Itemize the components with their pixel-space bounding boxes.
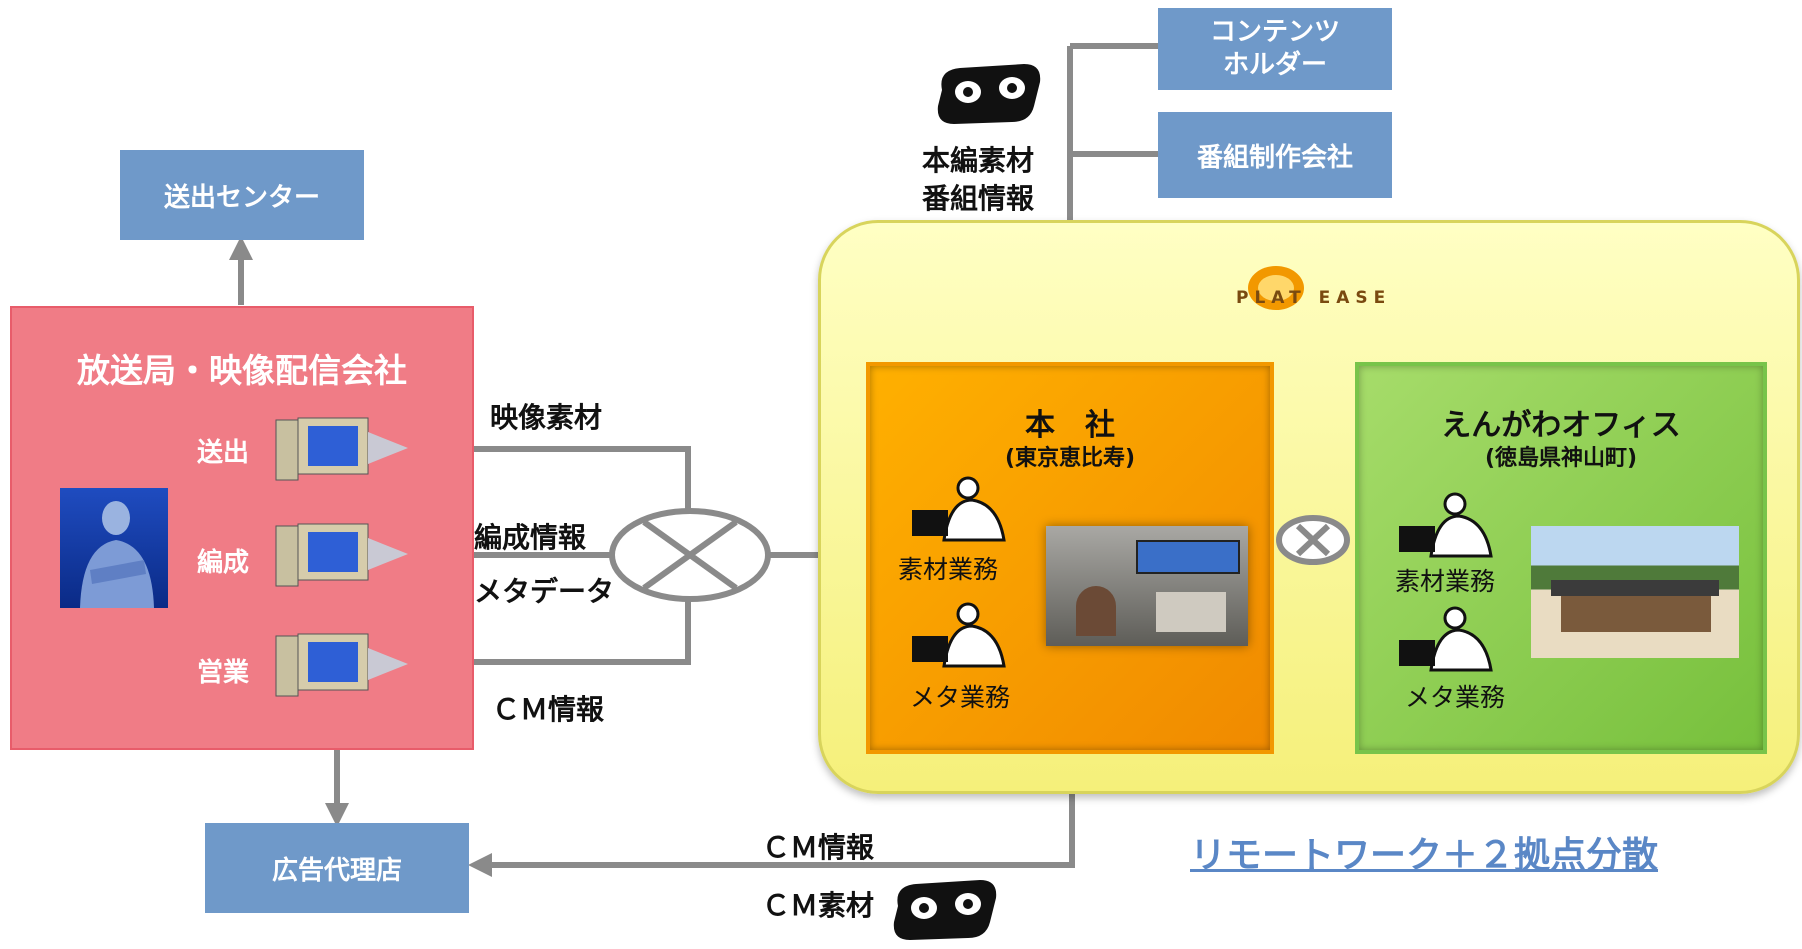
label-video-material: 映像素材 — [490, 401, 603, 434]
businessman-icon — [60, 488, 168, 608]
label-cm-info: ＣＭ情報 — [492, 693, 605, 726]
engawa-task-meta: メタ業務 — [1405, 683, 1506, 712]
caption: リモートワーク＋２拠点分散 — [1190, 835, 1659, 876]
tape-icon — [893, 880, 997, 940]
tape-icon — [937, 64, 1041, 124]
engawa-office-box: えんがわオフィス (徳島県神山町) 素材業務 メタ業務 — [1355, 362, 1767, 754]
row-label-transmission: 送出 — [197, 438, 250, 468]
row-label-schedule: 編成 — [197, 548, 250, 578]
worker-icon — [1399, 492, 1493, 558]
transmission-center-box: 送出センター — [120, 150, 364, 240]
computer-icon — [275, 633, 408, 697]
row-label-sales: 営業 — [197, 658, 250, 688]
head-office-title: 本 社 — [1025, 408, 1115, 443]
switch-node-icon — [609, 508, 771, 602]
worker-icon — [912, 476, 1006, 542]
label-schedule-info: 編成情報 — [474, 521, 587, 554]
engawa-task-material: 素材業務 — [1395, 567, 1496, 596]
computer-icon — [275, 523, 408, 587]
material-label-line2: 番組情報 — [922, 182, 1035, 215]
production-company-box: 番組制作会社 — [1158, 112, 1392, 198]
logo: PLAT EASE — [1224, 258, 1404, 328]
ad-agency-box: 広告代理店 — [205, 823, 469, 913]
worker-icon — [912, 602, 1006, 668]
broadcaster-box: 放送局・映像配信会社 送出 編成 営業 — [10, 306, 474, 750]
content-holder-box: コンテンツ ホルダー — [1158, 8, 1392, 90]
switch-node-icon — [1276, 515, 1350, 565]
label-metadata: メタデータ — [474, 575, 615, 608]
label-bottom-cm-material: ＣＭ素材 — [762, 889, 875, 922]
engawa-office-location: (徳島県神山町) — [1484, 446, 1638, 471]
head-office-task-material: 素材業務 — [898, 555, 999, 584]
broadcaster-title: 放送局・映像配信会社 — [77, 351, 407, 390]
engawa-office-title: えんがわオフィス — [1441, 408, 1681, 443]
worker-icon — [1399, 606, 1493, 672]
material-label: 本編素材 番組情報 — [922, 142, 1034, 218]
material-label-line1: 本編素材 — [922, 144, 1035, 177]
building-photo — [1531, 526, 1739, 658]
flow-video — [400, 437, 691, 512]
head-office-task-meta: メタ業務 — [910, 683, 1011, 712]
head-office-location: (東京恵比寿) — [1004, 446, 1136, 471]
logo-text: PLAT EASE — [1236, 288, 1392, 308]
head-office-box: 本 社 (東京恵比寿) 素材業務 メタ業務 — [866, 362, 1274, 754]
office-photo — [1046, 526, 1248, 646]
label-bottom-cm-info: ＣＭ情報 — [762, 831, 875, 864]
flow-cm — [400, 600, 691, 674]
computer-icon — [275, 417, 408, 481]
